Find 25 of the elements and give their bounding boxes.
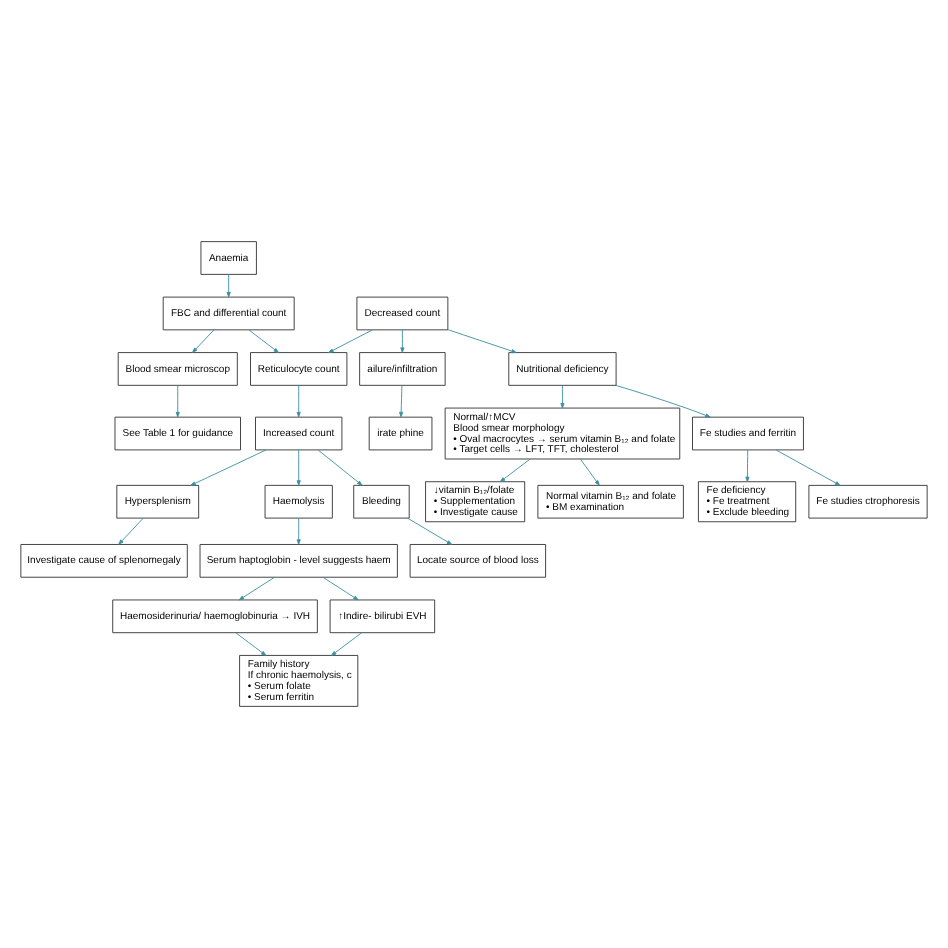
arrow: [235, 632, 267, 656]
arrow: [407, 517, 453, 545]
arrow: [775, 449, 841, 486]
arrow: [118, 517, 144, 545]
arrow: [615, 384, 711, 418]
arrow: [331, 632, 363, 656]
arrow: [745, 449, 750, 483]
arrow: [399, 384, 404, 418]
arrow: [192, 329, 215, 353]
arrow: [447, 329, 517, 354]
arrow: [400, 329, 405, 353]
arrow: [317, 449, 363, 486]
arrow: [499, 458, 531, 483]
arrow: [175, 384, 180, 418]
arrow: [226, 274, 231, 298]
arrow: [248, 329, 279, 353]
arrow: [190, 449, 267, 486]
arrow: [296, 449, 301, 486]
arrow: [579, 458, 600, 486]
arrow: [328, 329, 373, 353]
arrow: [238, 576, 275, 601]
arrow: [560, 384, 565, 409]
arrow: [296, 517, 301, 545]
arrow: [322, 576, 359, 601]
arrow: [296, 384, 301, 418]
